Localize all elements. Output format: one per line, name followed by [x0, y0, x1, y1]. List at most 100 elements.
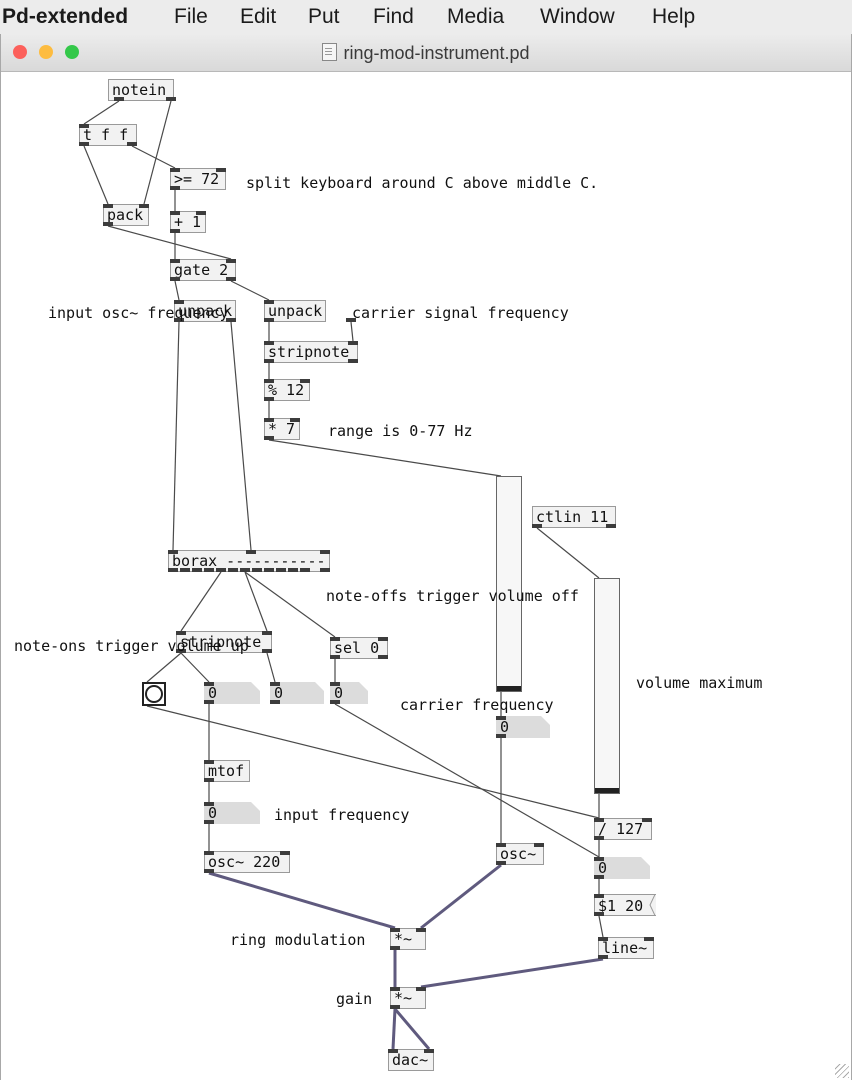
outlet[interactable] — [170, 229, 180, 233]
outlet[interactable] — [176, 649, 186, 653]
modulo-object[interactable]: % 12 — [264, 379, 310, 401]
inlet[interactable] — [264, 418, 274, 422]
outlet[interactable] — [598, 955, 608, 959]
inlet[interactable] — [598, 937, 608, 941]
carrier-number-box[interactable]: 0 — [496, 716, 550, 738]
outlet[interactable] — [594, 912, 604, 916]
inlet[interactable] — [139, 204, 149, 208]
inlet[interactable] — [264, 379, 274, 383]
control-cord[interactable] — [172, 321, 180, 551]
inlet[interactable] — [176, 631, 186, 635]
control-cord[interactable] — [107, 225, 232, 260]
inlet[interactable] — [390, 928, 400, 932]
menu-help[interactable]: Help — [652, 5, 696, 28]
volume-number-box[interactable]: 0 — [594, 857, 650, 879]
inlet[interactable] — [170, 211, 180, 215]
carrier-slider[interactable] — [496, 476, 522, 692]
menu-file[interactable]: File — [174, 5, 208, 28]
outlet[interactable] — [300, 568, 310, 572]
outlet[interactable] — [216, 568, 226, 572]
control-cord[interactable] — [244, 571, 336, 638]
inlet[interactable] — [196, 211, 206, 215]
mtof-object[interactable]: mtof — [204, 760, 250, 782]
zoom-button[interactable] — [65, 45, 79, 59]
slider-knob[interactable] — [497, 686, 521, 691]
outlet[interactable] — [174, 318, 184, 322]
inlet[interactable] — [264, 341, 274, 345]
outlet[interactable] — [330, 655, 340, 659]
outlet[interactable] — [168, 568, 178, 572]
outlet[interactable] — [276, 568, 286, 572]
control-cord[interactable] — [536, 527, 600, 579]
control-cord[interactable] — [83, 145, 109, 205]
inlet[interactable] — [204, 760, 214, 764]
inlet[interactable] — [79, 124, 89, 128]
inlet[interactable] — [264, 300, 274, 304]
outlet[interactable] — [127, 142, 137, 146]
control-cord[interactable] — [174, 280, 180, 301]
inlet[interactable] — [594, 894, 604, 898]
close-button[interactable] — [13, 45, 27, 59]
ramp-message-box[interactable]: $1 20 — [594, 894, 656, 916]
outlet[interactable] — [226, 318, 236, 322]
outlet[interactable] — [594, 875, 604, 879]
outlet[interactable] — [226, 277, 236, 281]
control-cord[interactable] — [230, 321, 252, 551]
control-cord[interactable] — [146, 652, 182, 683]
outlet[interactable] — [204, 568, 214, 572]
outlet[interactable] — [288, 568, 298, 572]
inlet[interactable] — [270, 682, 280, 686]
outlet[interactable] — [390, 1005, 400, 1009]
outlet[interactable] — [264, 436, 274, 440]
inlet[interactable] — [204, 802, 214, 806]
stripnote-right-object[interactable]: stripnote — [264, 341, 358, 363]
control-cord[interactable] — [180, 652, 210, 683]
inlet[interactable] — [174, 300, 184, 304]
inlet[interactable] — [642, 818, 652, 822]
signal-cord[interactable] — [420, 863, 502, 930]
inlet[interactable] — [290, 418, 300, 422]
unpack-left-object[interactable]: unpack — [174, 300, 236, 322]
inlet[interactable] — [204, 851, 214, 855]
outlet[interactable] — [262, 649, 272, 653]
inlet[interactable] — [416, 987, 426, 991]
signal-cord[interactable] — [391, 1008, 397, 1050]
outlet[interactable] — [390, 946, 400, 950]
outlet[interactable] — [348, 359, 358, 363]
inlet[interactable] — [594, 818, 604, 822]
outlet[interactable] — [240, 568, 250, 572]
inlet[interactable] — [416, 928, 426, 932]
gate-object[interactable]: gate 2 — [170, 259, 236, 281]
ring-multiply-object[interactable]: *~ — [390, 928, 426, 950]
outlet[interactable] — [264, 568, 274, 572]
inlet[interactable] — [424, 1049, 434, 1053]
outlet[interactable] — [114, 97, 124, 101]
outlet[interactable] — [192, 568, 202, 572]
outlet[interactable] — [166, 97, 176, 101]
gain-multiply-object[interactable]: *~ — [390, 987, 426, 1009]
inlet[interactable] — [644, 937, 654, 941]
inlet[interactable] — [300, 379, 310, 383]
control-cord[interactable] — [266, 652, 276, 683]
osc-object[interactable]: osc~ — [496, 843, 544, 865]
divide-object[interactable]: / 127 — [594, 818, 652, 840]
inlet[interactable] — [280, 851, 290, 855]
inlet[interactable] — [170, 259, 180, 263]
control-cord[interactable] — [83, 100, 120, 125]
outlet[interactable] — [170, 277, 180, 281]
bang-button[interactable] — [142, 682, 166, 706]
pack-object[interactable]: pack — [103, 204, 149, 226]
resize-grip-icon[interactable] — [835, 1064, 849, 1078]
control-cord[interactable] — [244, 571, 268, 632]
outlet[interactable] — [606, 524, 616, 528]
unpack-right-object[interactable]: unpack — [264, 300, 326, 322]
ctlin-object[interactable]: ctlin 11 — [532, 506, 616, 528]
inlet[interactable] — [204, 682, 214, 686]
inlet[interactable] — [330, 682, 340, 686]
control-cord[interactable] — [180, 571, 222, 632]
signal-cord[interactable] — [420, 957, 604, 989]
control-cord[interactable] — [334, 703, 600, 858]
menu-edit[interactable]: Edit — [240, 5, 277, 28]
inlet[interactable] — [246, 550, 256, 554]
app-menu[interactable]: Pd-extended — [2, 5, 129, 28]
